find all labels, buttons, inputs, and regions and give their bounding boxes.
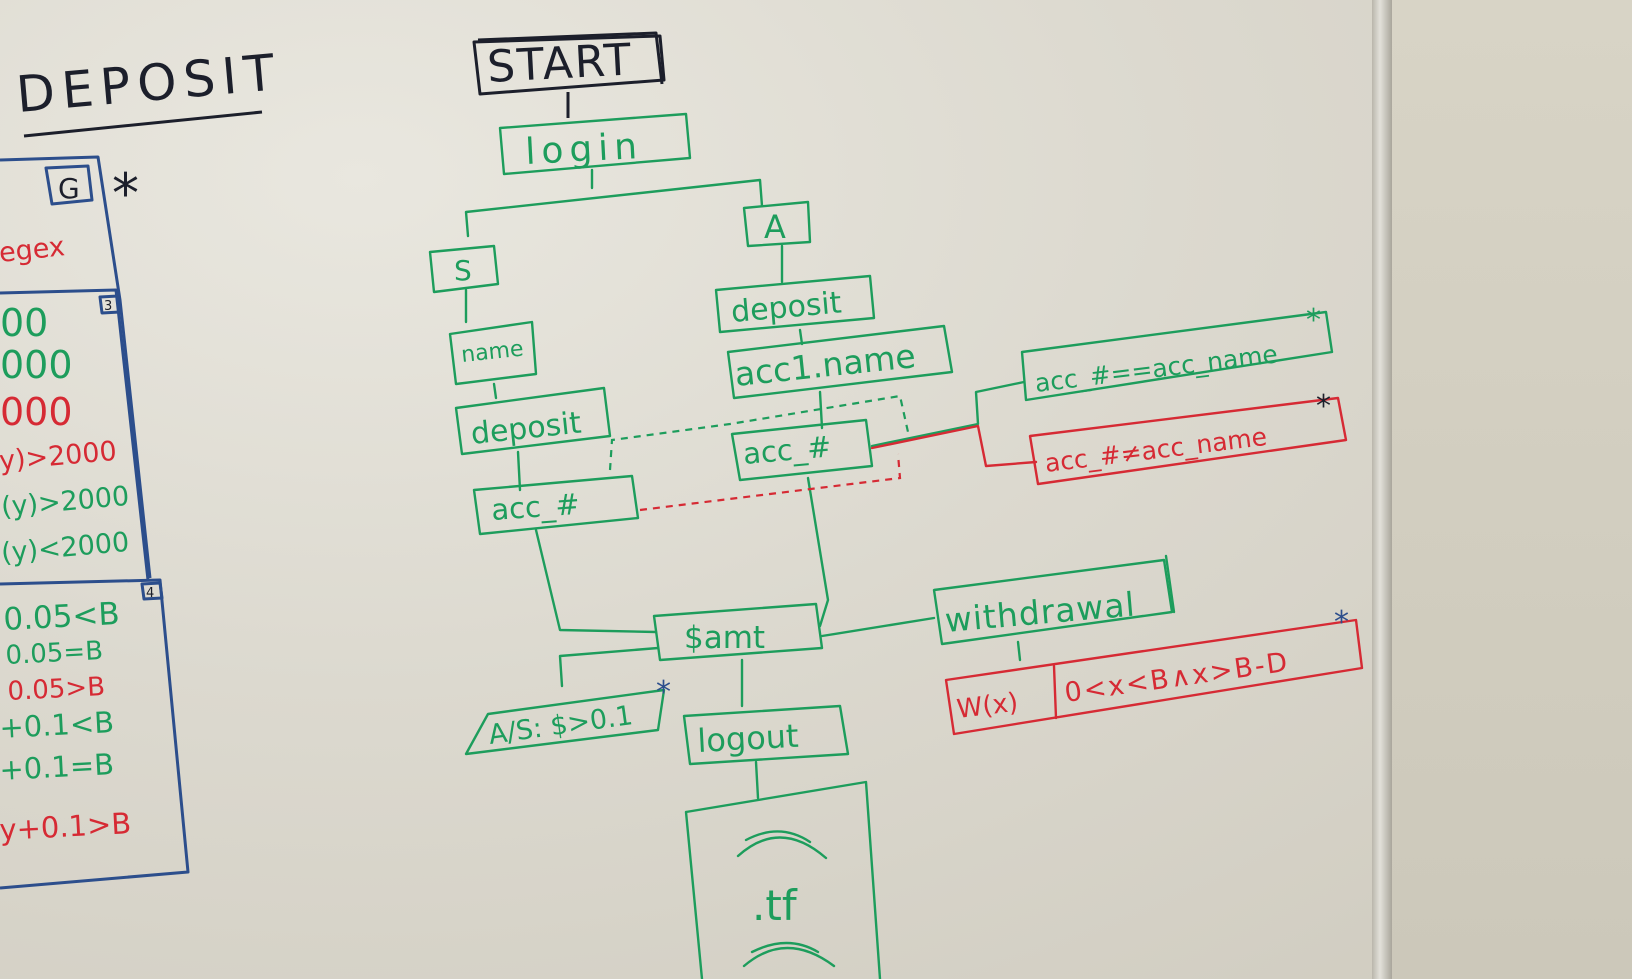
w-label: W(x): [955, 688, 1020, 725]
branch-s-label: S: [454, 254, 472, 287]
cond-notequal-star: *: [1316, 389, 1331, 424]
amt-label: $amt: [684, 620, 765, 656]
logout-label: logout: [696, 717, 799, 760]
login-label: login: [524, 126, 644, 173]
withdrawal-label: withdrawal: [943, 584, 1137, 640]
g-star: *: [112, 162, 139, 225]
box3-line-5: (y)>2000: [0, 481, 131, 523]
tf-label: .tf: [752, 881, 798, 930]
g-label: G: [58, 172, 80, 205]
edge-logout-tf: [754, 760, 760, 800]
deposit-heading: DEPOSIT: [14, 43, 284, 124]
g-box: [44, 164, 94, 206]
login-node: login: [498, 112, 692, 176]
box4-line-5: +0.1=B: [0, 747, 115, 787]
acc1-name-label: acc1.name: [733, 336, 918, 394]
edge-withdrawal-w: [1016, 640, 1022, 662]
box4-line-1: 0.05<B: [3, 596, 121, 638]
acc-right-node: acc_#: [730, 418, 874, 482]
logout-node: logout: [682, 704, 850, 766]
edge-name-deposit: [492, 382, 498, 400]
box4-line-4: +0.1<B: [0, 705, 115, 745]
as-condition-node: A/S: $>0.1 *: [464, 675, 671, 756]
tf-top-wave: [736, 830, 828, 860]
start-label: START: [486, 34, 634, 93]
box3-line-2: 000: [0, 343, 73, 387]
acc-right-label: acc_#: [742, 429, 833, 471]
box3-tag: [98, 294, 122, 315]
edge-acc-equal: [870, 380, 1026, 448]
regex-label: egex: [0, 231, 66, 269]
box3-line-3: 000: [0, 390, 73, 434]
name-node: name: [448, 320, 538, 386]
cond-equal-label: acc_#==acc_name: [1033, 339, 1279, 398]
edge-login-branches: [464, 168, 764, 238]
box3-line-6: (y)<2000: [0, 527, 131, 569]
box4-tag: [140, 581, 164, 601]
withdrawal-node: withdrawal: [932, 554, 1176, 646]
box3-number: 3: [104, 299, 112, 314]
cond-equal-node: acc_#==acc_name *: [1020, 303, 1334, 402]
branch-s-node: S: [428, 244, 500, 294]
name-label: name: [460, 337, 525, 368]
box3-line-1: 00: [0, 301, 48, 345]
box4-number: 4: [146, 586, 154, 601]
branch-a-node: A: [742, 200, 812, 248]
edge-dashed-green: [608, 394, 910, 471]
tf-node: .tf: [684, 780, 882, 979]
nodes: START login S A name deposit acc: [428, 31, 1364, 979]
edge-acc1-acc: [818, 390, 824, 430]
deposit-right-node: deposit: [714, 274, 876, 334]
branch-a-label: A: [764, 208, 786, 246]
deposit-left-label: deposit: [469, 406, 583, 452]
heading-underline: [23, 110, 263, 138]
amt-node: $amt: [652, 602, 824, 662]
w-star: *: [1334, 605, 1349, 640]
edge-accleft-amt: [534, 528, 658, 634]
cond-notequal-node: acc_#≠acc_name *: [1028, 389, 1348, 486]
left-panel: DEPOSIT G * egex 3 00 000 000 y)>2000 (y…: [0, 43, 284, 890]
start-node: START: [472, 31, 666, 96]
edge-amt-as: [558, 646, 660, 688]
edge-acc-notequal: [870, 424, 1038, 468]
outer-box-edge: [0, 155, 152, 579]
w-condition-label: 0<x<B∧x>B-D: [1063, 647, 1291, 709]
box3-border: [0, 288, 150, 581]
acc-left-label: acc_#: [490, 487, 581, 527]
w-divider: [1052, 664, 1058, 720]
box4-line-6: y+0.1>B: [0, 806, 132, 847]
edge-deposit-acc: [516, 450, 522, 492]
edge-accright-amt: [806, 476, 830, 628]
box4-line-3: 0.05>B: [7, 672, 106, 707]
deposit-left-node: deposit: [454, 386, 612, 456]
acc1-name-node: acc1.name: [726, 324, 954, 400]
box3-line-4: y)>2000: [0, 436, 118, 477]
edge-amt-withdrawal: [820, 616, 936, 638]
as-condition-star: *: [656, 675, 671, 710]
box4-border: [0, 578, 190, 890]
edge-dashed-red: [639, 453, 902, 512]
whiteboard-frame: [1372, 0, 1392, 979]
cond-equal-star: *: [1306, 303, 1321, 338]
box4-line-2: 0.05=B: [5, 636, 104, 671]
connectors: [464, 92, 1038, 800]
wall: [1392, 0, 1632, 979]
edge-deposit-acc1: [798, 328, 804, 346]
acc-left-node: acc_#: [472, 474, 640, 536]
tf-bottom-wave: [742, 941, 836, 968]
